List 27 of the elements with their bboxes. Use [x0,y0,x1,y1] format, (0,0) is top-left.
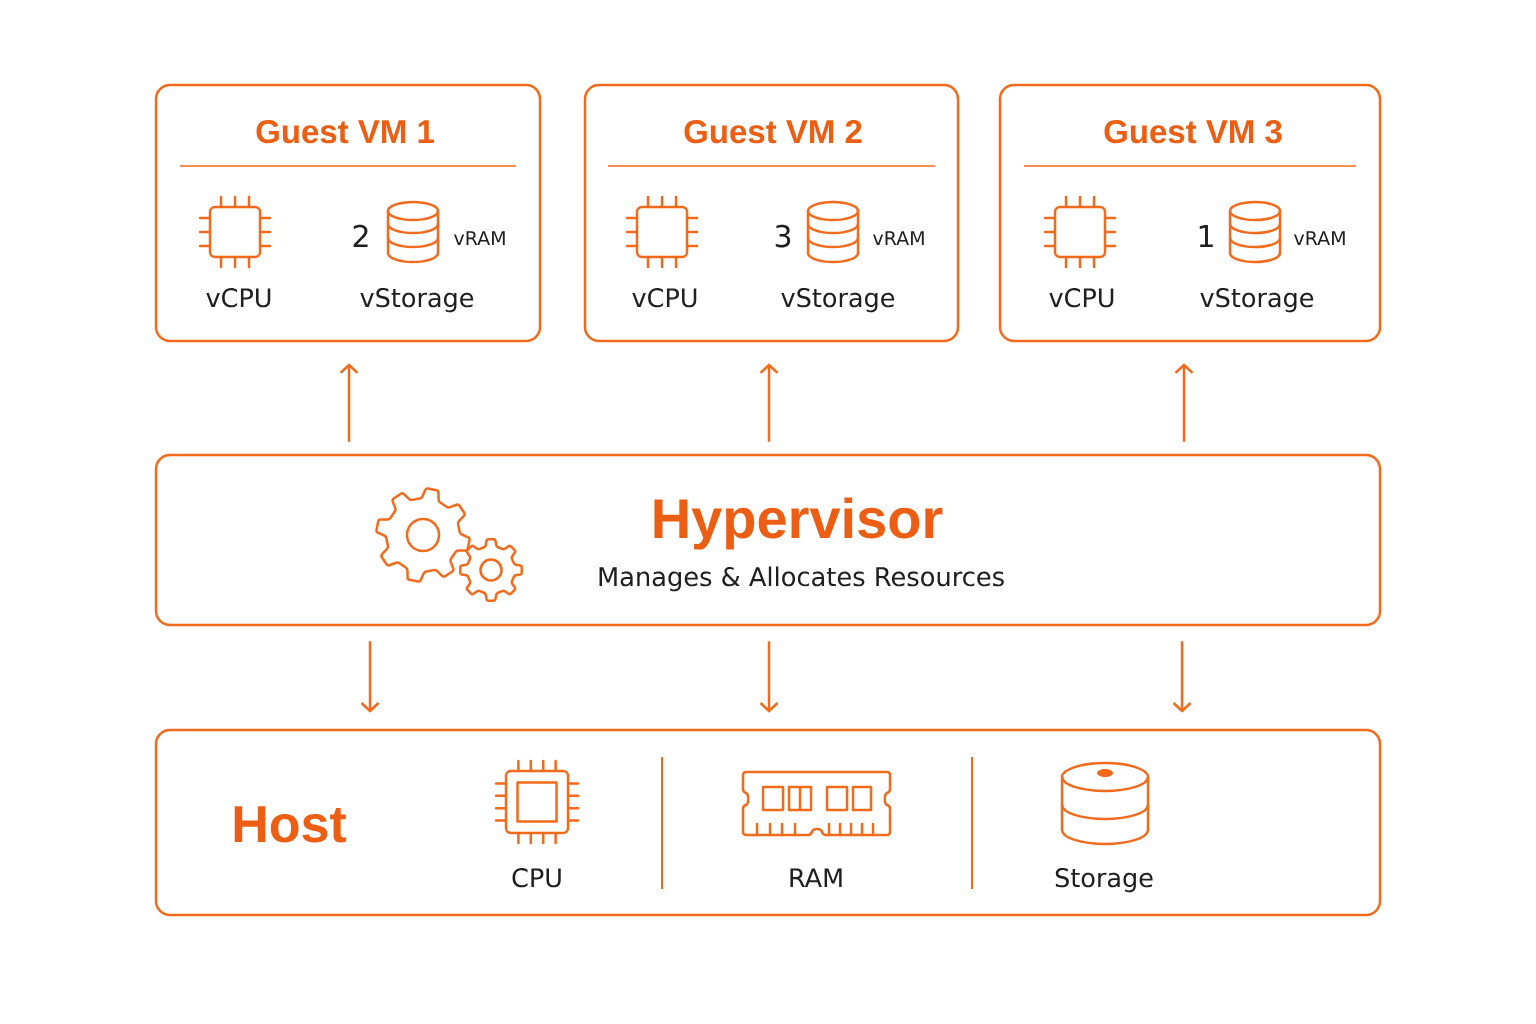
count-number: 3 [775,224,791,248]
arrow [759,641,779,713]
layer-title: Host [234,806,347,843]
layer-subtitle: Manages & Allocates Resources [599,566,1004,592]
panel-title: Guest VM 3 [1104,119,1282,144]
small-label: vRAM [454,231,505,245]
icon-label: CPU [512,868,561,888]
icon-label: vCPU [632,288,697,308]
icon-label: vStorage [360,288,474,313]
panel-title: Guest VM 1 [256,119,434,144]
icon-label: vStorage [1200,288,1314,313]
small-label: vRAM [1294,231,1345,245]
icon-label: vCPU [1049,288,1114,308]
arrow [360,641,380,713]
arrow [1172,641,1192,713]
arrow [1174,363,1194,442]
panel-title: Guest VM 2 [684,119,862,144]
arrow [339,363,359,442]
arrow [759,363,779,442]
count-number: 2 [353,224,368,247]
layer-title: Hypervisor [654,497,943,550]
icon-label: vCPU [206,288,271,308]
small-label: vRAM [873,231,924,245]
icon-label: RAM [790,868,842,887]
icon-label: vStorage [781,288,895,313]
icon-label: Storage [1055,868,1153,893]
count-number: 1 [1199,225,1213,247]
